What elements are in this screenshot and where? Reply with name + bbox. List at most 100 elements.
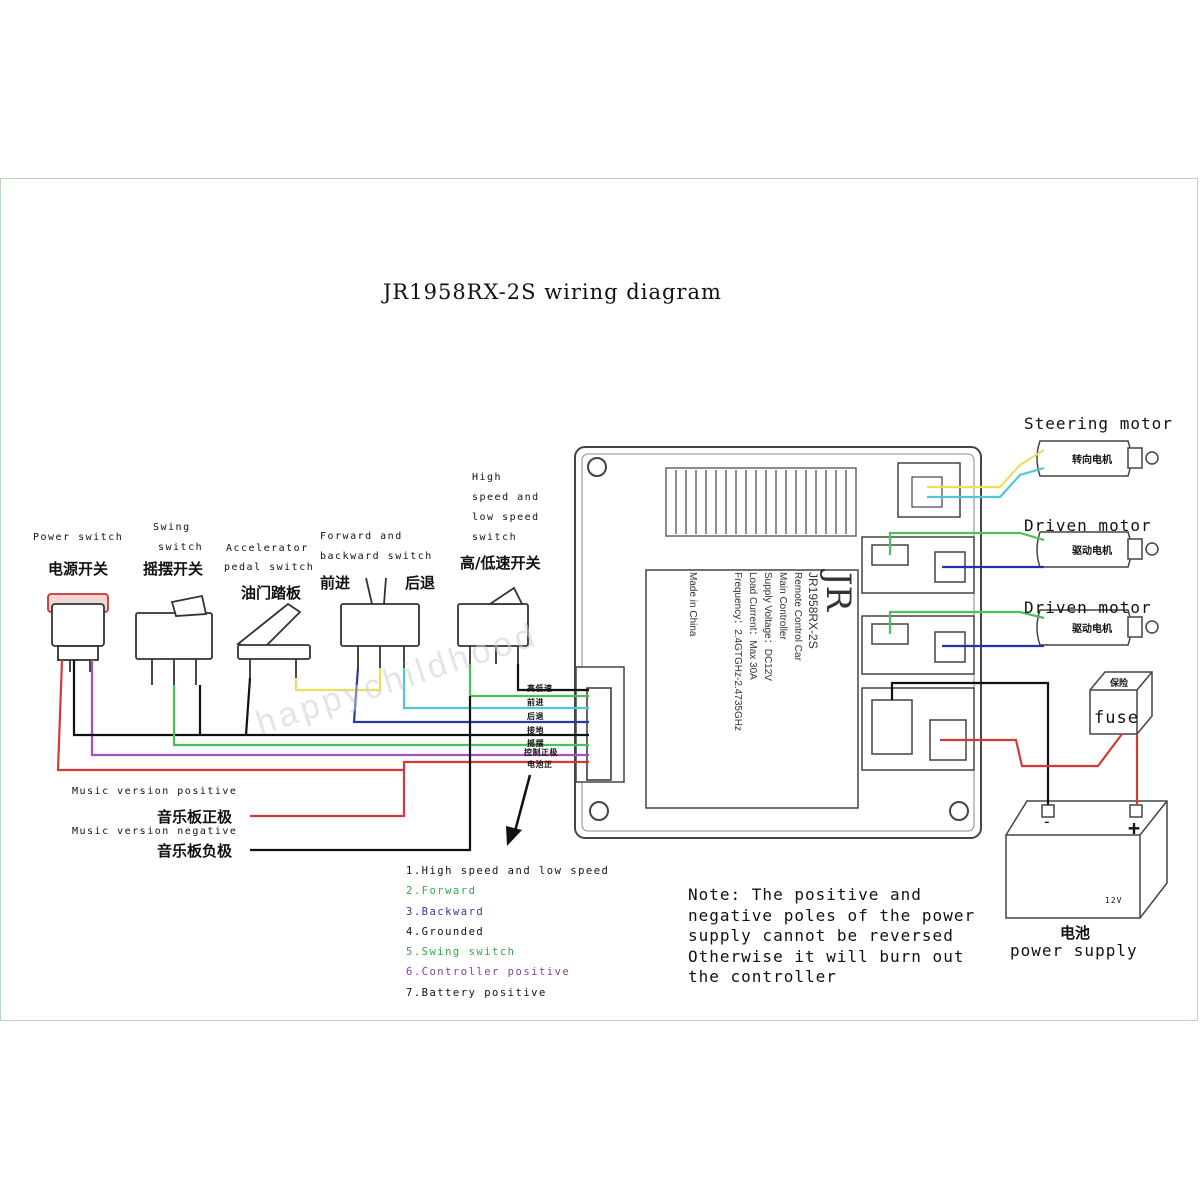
power-switch-label: Power switch [33, 532, 124, 543]
power-connector [861, 687, 975, 771]
driven-motor-1-shape [1036, 531, 1159, 568]
wire-battery-negative [890, 681, 1050, 805]
controller-subtitle-2: Main Controller [777, 572, 788, 640]
battery-side-label: 12V [1105, 896, 1123, 905]
steering-connector-inner [911, 476, 943, 508]
forward-backward-label-1: Forward and [320, 531, 403, 542]
vent-slots [665, 467, 857, 537]
music-negative-cn: 音乐板负极 [157, 842, 233, 860]
swing-switch-cn: 摇摆开关 [143, 560, 204, 578]
steering-motor-label: Steering motor [1024, 414, 1173, 433]
battery-shape [1005, 800, 1168, 919]
speed-switch-cn: 高/低速开关 [460, 554, 541, 572]
music-negative-label: Music version negative [72, 826, 238, 837]
fuse-cn: 保险 [1110, 679, 1129, 689]
battery-plus: + [1128, 816, 1142, 840]
mount-hole-bottom-right [949, 801, 969, 821]
note-line-3: supply cannot be reversed [688, 926, 954, 945]
legend-item-3: 3.Backward [406, 905, 485, 918]
fuse-shape [1089, 671, 1153, 735]
warning-note: Note: The positive and negative poles of… [688, 885, 975, 988]
wire-driven2-green [888, 610, 1045, 634]
power-switch-shape [47, 593, 109, 672]
controller-label-plate [645, 569, 859, 809]
legend-item-7: 7.Battery positive [406, 986, 547, 999]
controller-current: Load Current：Max 30A [747, 572, 758, 680]
swing-switch-label-1: Swing [153, 522, 191, 533]
driven-motor-1-cn: 驱动电机 [1072, 546, 1112, 557]
wire-music-negative [250, 696, 472, 852]
steering-motor-cn: 转向电机 [1072, 455, 1112, 466]
controller-logo: JR [818, 572, 858, 612]
pin-label-3: 后退 [527, 712, 544, 721]
steering-motor-shape [1036, 440, 1159, 477]
driven-motor-2-cn: 驱动电机 [1072, 624, 1112, 635]
speed-switch-label-4: switch [472, 532, 518, 543]
music-positive-cn: 音乐板正极 [157, 808, 233, 826]
controller-voltage: Supply Voltage：DC12V [762, 572, 773, 681]
driven-connector-1 [861, 536, 975, 594]
controller-subtitle-1: Remote Control Car [792, 572, 803, 661]
wire-accelerator-forward [294, 668, 382, 692]
accelerator-label-1: Accelerator [226, 543, 309, 554]
diagram-frame [0, 178, 1198, 1021]
note-line-5: the controller [688, 967, 837, 986]
mount-hole-top-left [587, 457, 607, 477]
accelerator-label-2: pedal switch [224, 562, 315, 573]
power-supply-label: power supply [1010, 941, 1138, 960]
wire-steering-yellow [927, 449, 1045, 489]
wire-music-positive [250, 770, 406, 818]
legend-item-1: 1.High speed and low speed [406, 865, 610, 877]
accelerator-pedal-shape [236, 602, 311, 678]
fuse-label: fuse [1094, 708, 1139, 728]
left-wires [56, 659, 589, 852]
controller-label: JR JR1958RX-2S Remote Control Car Main C… [648, 572, 858, 806]
battery-minus: - [1042, 812, 1053, 831]
legend-item-6: 6.Controller positive [406, 966, 571, 979]
note-line-2: negative poles of the power [688, 905, 976, 925]
speed-switch-label-1: High [472, 472, 503, 483]
speed-switch-label-3: low speed [472, 512, 540, 523]
legend-pointer-arrowhead [506, 826, 522, 846]
wire-controller-positive [90, 660, 589, 757]
controller-model: JR1958RX-2S [806, 572, 820, 649]
right-wires [888, 449, 1139, 805]
driven-motor-2-label: Driven motor [1024, 598, 1152, 617]
driven-motor-1-label: Driven motor [1024, 516, 1152, 535]
swing-switch-label-2: switch [158, 542, 204, 553]
controller-frequency: Frequency：2.4GTGHz-2.4735GHz [732, 572, 743, 731]
pin-label-1: 高低速 [527, 684, 553, 693]
diagram-title: JR1958RX-2S wiring diagram [383, 280, 722, 304]
wire-swing [172, 685, 589, 747]
speed-switch-shape [457, 586, 529, 664]
mount-hole-bottom-left [589, 801, 609, 821]
pin-label-7: 电池正 [527, 760, 553, 769]
speed-switch-label-2: speed and [472, 492, 540, 503]
wire-forward [352, 667, 589, 724]
power-switch-cn: 电源开关 [48, 560, 109, 578]
music-positive-label: Music version positive [72, 786, 238, 797]
pin-label-6: 控制正极 [524, 748, 558, 757]
accelerator-cn: 油门踏板 [241, 584, 302, 602]
legend-item-5: 5.Swing switch [406, 946, 516, 959]
legend-item-4: 4.Grounded [406, 925, 485, 938]
forward-backward-label-2: backward switch [320, 551, 433, 562]
legend-item-2: 2.Forward [406, 885, 477, 898]
controller-origin: Made in China [687, 572, 698, 637]
left-connector [586, 687, 612, 781]
legend-pointer-line [512, 774, 532, 836]
forward-cn: 前进 [320, 574, 351, 592]
driven-motor-2-shape [1036, 609, 1159, 646]
pin-label-5: 摇摆 [527, 739, 544, 748]
backward-cn: 后退 [405, 574, 436, 592]
note-line-1: Note: The positive and [688, 885, 922, 904]
wire-battery-plus [940, 733, 1123, 768]
pin-label-2: 前进 [527, 698, 544, 707]
wire-speed-ground [516, 664, 589, 692]
swing-switch-shape [135, 594, 213, 685]
battery-cn: 电池 [1060, 924, 1091, 942]
wire-steering-cyan [927, 466, 1045, 499]
forward-backward-switch-shape [340, 577, 420, 668]
